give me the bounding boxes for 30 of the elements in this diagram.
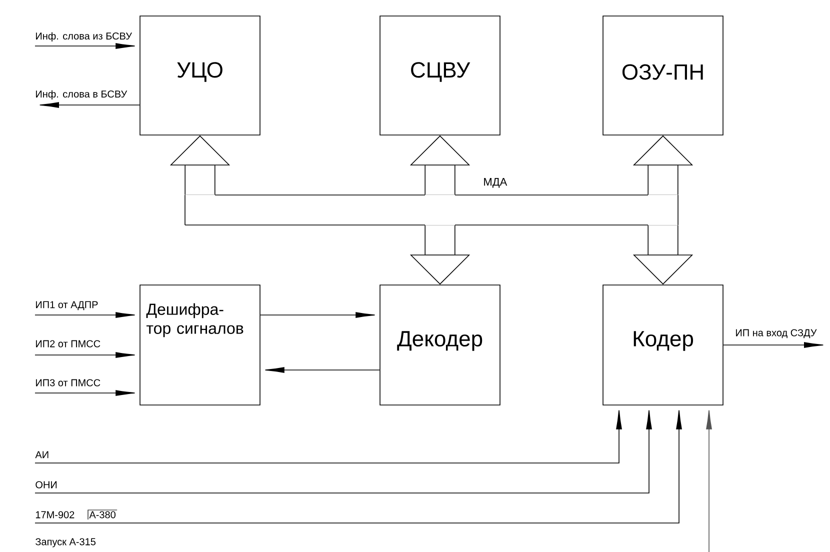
block-box: ОЗУ-ПН: [602, 16, 724, 136]
arrow: [34, 352, 136, 358]
block-box: Дешифра- тор сигналов: [140, 284, 260, 406]
edge-label: Инф. слова из БСВУ: [36, 32, 132, 42]
edge-label: ИП на вход СЗДУ: [736, 329, 817, 338]
arrow: [34, 410, 652, 494]
signal-label: Запуск А-315: [36, 538, 96, 548]
arrow: [260, 312, 376, 318]
edge-label: ОНИ: [36, 481, 57, 488]
block-box: СЦВУ: [380, 16, 500, 136]
arrow: [264, 367, 380, 373]
arrow: [34, 43, 136, 49]
edge-label: ИП1 от АДПР: [36, 301, 98, 310]
arrow: [39, 102, 140, 108]
arrow: [706, 410, 712, 552]
arrow: [34, 390, 136, 396]
arrow: [34, 410, 622, 464]
block-box: УЦО: [140, 16, 260, 136]
arrow: [34, 312, 136, 318]
edge-label: ИП2 от ПМСС: [36, 340, 100, 348]
edge-label: Инф. слова в БСВУ: [36, 90, 128, 100]
bus-band: МДА: [184, 178, 678, 226]
edge-label: ИП3 от ПМСС: [36, 379, 100, 386]
edge-label: АИ: [35, 451, 48, 458]
arrow: [723, 342, 824, 348]
bracketed-label: А-380: [88, 510, 118, 520]
arrow: [34, 410, 682, 524]
edge-label: 17М-902: [36, 511, 74, 518]
block-box: Декодер: [380, 284, 500, 406]
block-box: Кодер: [602, 284, 724, 406]
